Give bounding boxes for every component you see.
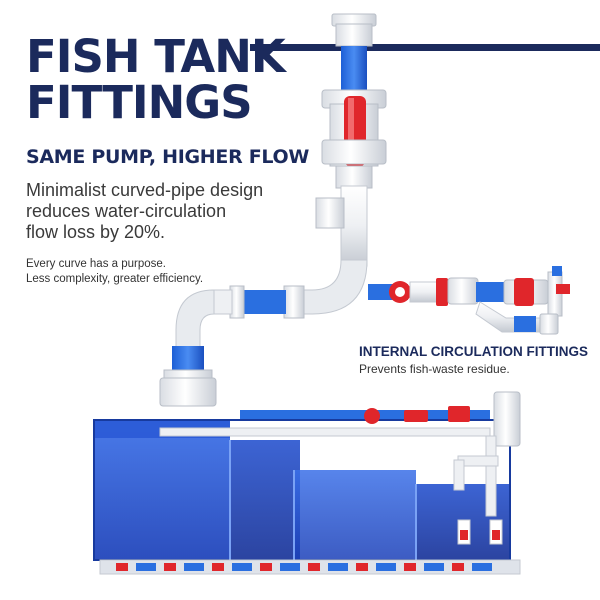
lead-line-3: flow loss by 20%. [26,222,166,242]
header-rule [250,44,600,51]
internal-fittings-title: INTERNAL CIRCULATION FITTINGS [359,344,588,359]
subtitle: SAME PUMP, HIGHER FLOW [26,146,310,168]
lead-line-2: reduces water-circulation [26,201,227,221]
lead-paragraph: Minimalist curved-pipe design reduces wa… [26,180,316,243]
page-title: FISH TANK FITTINGS [26,30,286,129]
note-line-2: Less complexity, greater efficiency. [26,273,204,285]
lead-line-1: Minimalist curved-pipe design [26,180,264,200]
note-line-1: Every curve has a purpose. [26,258,166,270]
title-line-1: FISH TANK [26,30,286,83]
note-paragraph: Every curve has a purpose. Less complexi… [26,257,203,287]
internal-circulation-fittings-illustration [368,266,570,335]
title-line-2: FITTINGS [26,76,253,129]
internal-fittings-description: Prevents fish-waste residue. [359,362,510,376]
main-pipe-assembly [159,13,387,407]
sump-tank-illustration [93,391,521,575]
